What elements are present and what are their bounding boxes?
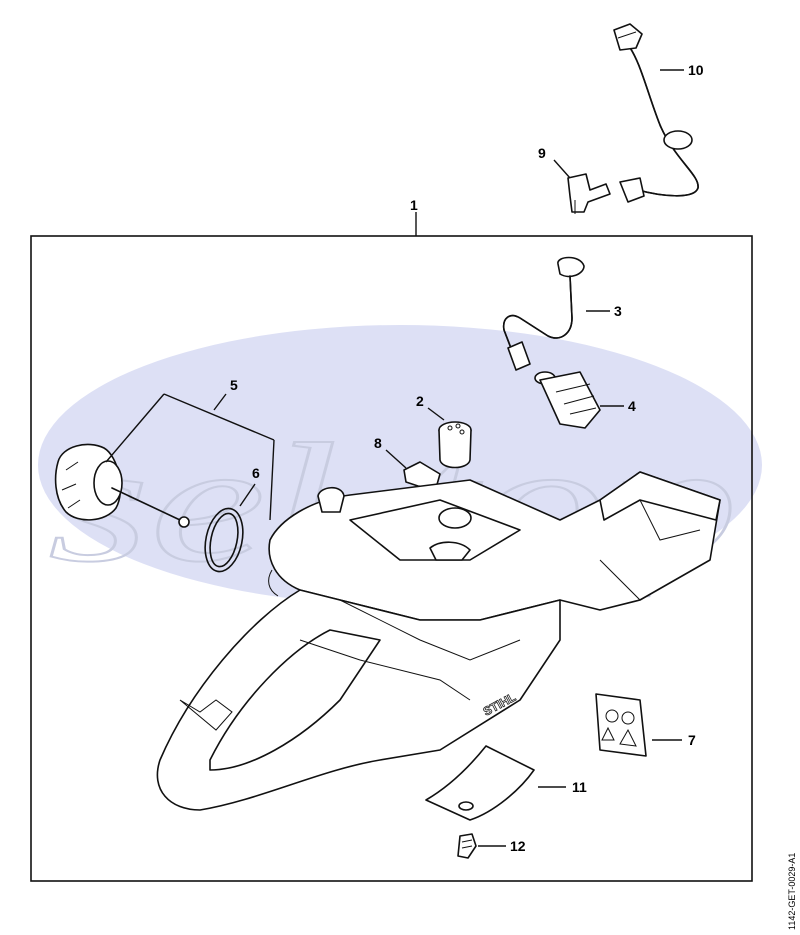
cover-plate-part-11	[425, 745, 535, 821]
callout-5: 5	[230, 377, 238, 393]
elbow-connector-part-9	[567, 173, 611, 214]
callout-4: 4	[628, 398, 636, 414]
warning-label-part-7	[595, 693, 647, 757]
callout-9: 9	[538, 145, 546, 161]
callout-labels: 1 2 3 4 5 6 7 8 9 10 11 12	[230, 62, 704, 854]
callout-11: 11	[572, 779, 587, 795]
callout-7: 7	[688, 732, 696, 748]
reference-code: 1142-GET-0029-A1	[787, 853, 797, 930]
callout-1: 1	[410, 197, 418, 213]
leader-lines	[105, 69, 684, 847]
screw-part-12	[457, 833, 477, 859]
callout-2: 2	[416, 393, 424, 409]
pickup-hose-part-3	[502, 256, 585, 371]
callout-10: 10	[688, 62, 704, 78]
fuel-filter-part-4	[534, 371, 601, 429]
assembly-frame	[30, 235, 753, 882]
callout-12: 12	[510, 838, 526, 854]
fuel-hose-part-10	[613, 23, 699, 203]
callout-3: 3	[614, 303, 622, 319]
o-ring-part-6	[204, 507, 244, 573]
housing-part-1: STIHL	[156, 471, 721, 811]
grommet-part-2	[438, 421, 472, 469]
callout-8: 8	[374, 435, 382, 451]
fuel-cap-part-5	[54, 443, 190, 528]
callout-6: 6	[252, 465, 260, 481]
